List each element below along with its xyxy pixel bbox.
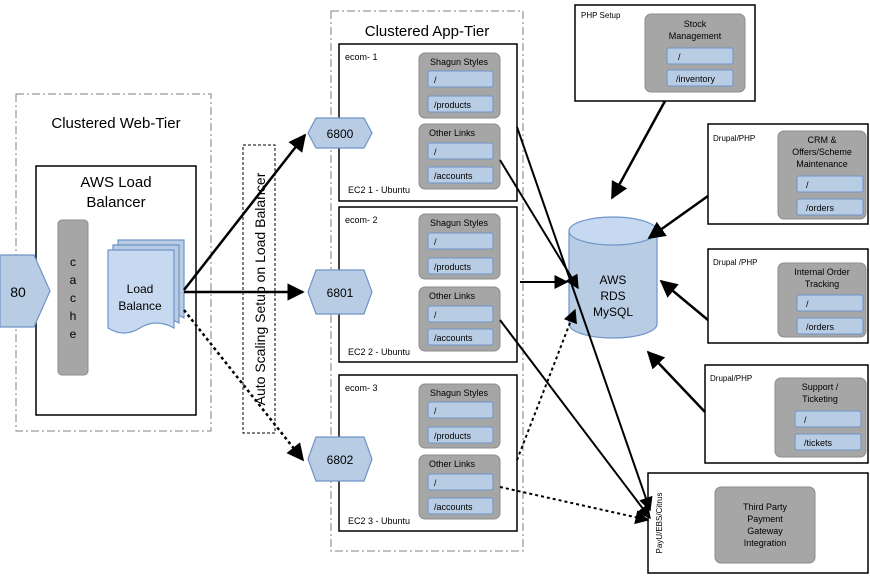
external-crm: Drupal/PHP CRM & Offers/Scheme Maintenan… [707, 123, 869, 225]
lb-doc-line1: Load [127, 282, 154, 296]
external-payment-gateway: PayU/EBS/Citrus Third Party Payment Gate… [647, 472, 869, 574]
cache-block: c a c h e [57, 219, 89, 376]
port-6800-hexagon: 6800 [307, 117, 373, 149]
lb-to-6802-arrow [183, 309, 305, 462]
service-line: Internal Order [794, 267, 850, 277]
db-line2: RDS [600, 289, 625, 303]
route-item: / [806, 180, 809, 190]
service-line: Management [669, 31, 722, 41]
ec2-node-1: ecom- 1 EC2 1 - Ubuntu Shagun Styles / /… [338, 43, 518, 202]
route-item: / [434, 147, 437, 157]
node-footer: EC2 2 - Ubuntu [348, 347, 410, 357]
lb-doc-line2: Balance [118, 299, 162, 313]
route-item: / [434, 75, 437, 85]
route-item: / [434, 406, 437, 416]
port-6801-hexagon: 6801 [307, 269, 373, 315]
route-item: /orders [806, 203, 835, 213]
route-item: /products [434, 100, 472, 110]
php-setup-to-db-arrow [610, 100, 667, 200]
port-80-input: 80 [0, 254, 51, 328]
route-item: /accounts [434, 333, 473, 343]
route-item: / [434, 237, 437, 247]
web-tier-cluster: Clustered Web-Tier [15, 93, 212, 432]
port-80-label: 80 [10, 284, 26, 300]
route-item: /inventory [676, 74, 716, 84]
service-line: Ticketing [802, 394, 838, 404]
ec2-2-to-payment-arrow [499, 319, 651, 520]
cache-letter: a [70, 273, 77, 287]
node-name: ecom- 3 [345, 383, 378, 393]
cache-letter: h [70, 309, 77, 323]
autoscale-label: Auto Scaling Setup on Load Balancer [252, 172, 268, 405]
service-line: Gateway [747, 526, 783, 536]
external-label: PHP Setup [581, 11, 621, 20]
node-footer: EC2 3 - Ubuntu [348, 516, 410, 526]
rds-mysql-database: AWS RDS MySQL [568, 216, 658, 339]
port-label: 6800 [327, 127, 354, 141]
route-item: / [434, 310, 437, 320]
ec2-3-to-db-arrow [516, 308, 577, 461]
order-tracking-to-db-arrow [659, 279, 709, 321]
service-line: Maintenance [796, 159, 848, 169]
db-line1: AWS [600, 273, 627, 287]
web-tier-title: Clustered Web-Tier [51, 115, 180, 132]
ec2-1-to-payment-arrow [516, 126, 653, 512]
app-tier-title: Clustered App-Tier [365, 23, 490, 40]
port-6802-hexagon: 6802 [307, 436, 373, 482]
external-label: Drupal /PHP [713, 258, 757, 267]
node-name: ecom- 2 [345, 215, 378, 225]
route-item: /products [434, 262, 472, 272]
db-line3: MySQL [593, 305, 633, 319]
lb-title-line2: Balancer [86, 194, 145, 211]
group-title: Other Links [429, 459, 476, 469]
service-line: Payment [747, 514, 783, 524]
ec2-1-to-db-arrow [499, 159, 579, 290]
group-title: Shagun Styles [430, 388, 489, 398]
service-line: CRM & [808, 135, 837, 145]
route-item: /tickets [804, 438, 833, 448]
lb-to-6800-arrow [183, 133, 307, 291]
group-title: Other Links [429, 128, 476, 138]
app-tier-cluster: Clustered App-Tier [330, 10, 524, 552]
external-php-setup: PHP Setup Stock Management / /inventory [574, 4, 756, 102]
service-line: Support / [802, 382, 839, 392]
service-line: Tracking [805, 279, 839, 289]
route-item: / [678, 52, 681, 62]
route-item: / [806, 299, 809, 309]
external-label: Drupal/PHP [713, 134, 755, 143]
group-title: Other Links [429, 291, 476, 301]
cache-letter: c [70, 291, 76, 305]
service-line: Third Party [743, 502, 788, 512]
service-line: Offers/Scheme [792, 147, 852, 157]
ec2-node-3: ecom- 3 EC2 3 - Ubuntu Shagun Styles / /… [338, 374, 518, 532]
support-to-db-arrow [646, 350, 706, 413]
payment-label: PayU/EBS/Citrus [655, 493, 664, 554]
port-label: 6801 [327, 286, 354, 300]
external-order-tracking: Drupal /PHP Internal Order Tracking / /o… [707, 248, 869, 344]
autoscale-label-box: Auto Scaling Setup on Load Balancer [242, 144, 276, 434]
route-item: /orders [806, 322, 835, 332]
route-item: /accounts [434, 502, 473, 512]
cache-letter: e [70, 327, 77, 341]
cache-letter: c [70, 255, 76, 269]
route-item: /accounts [434, 171, 473, 181]
service-line: Stock [684, 19, 707, 29]
route-item: /products [434, 431, 472, 441]
route-item: / [434, 478, 437, 488]
load-balance-document: Load Balance [107, 239, 185, 334]
node-name: ecom- 1 [345, 52, 378, 62]
lb-title-line1: AWS Load [80, 174, 151, 191]
external-support-ticketing: Drupal/PHP Support / Ticketing / /ticket… [704, 364, 869, 464]
connectors [183, 100, 709, 525]
group-title: Shagun Styles [430, 57, 489, 67]
external-label: Drupal/PHP [710, 374, 752, 383]
service-line: Integration [744, 538, 787, 548]
ec2-3-to-payment-arrow [499, 486, 650, 525]
crm-to-db-arrow [647, 194, 709, 240]
route-item: / [804, 415, 807, 425]
group-title: Shagun Styles [430, 218, 489, 228]
node-footer: EC2 1 - Ubuntu [348, 185, 410, 195]
port-label: 6802 [327, 453, 354, 467]
